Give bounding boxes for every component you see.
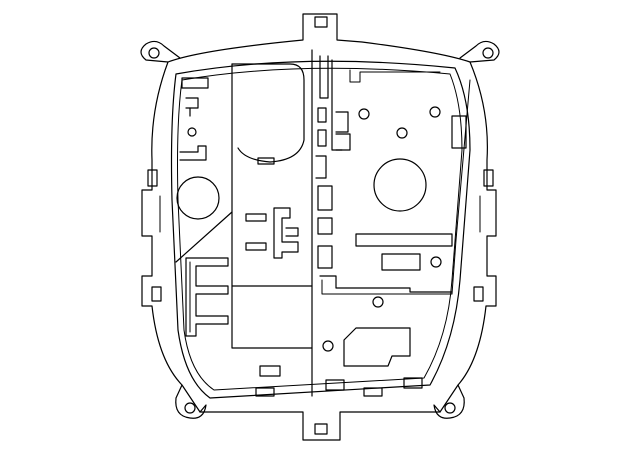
mounting-ear-bottom-right (433, 384, 465, 419)
mounting-ear-bottom-left (175, 384, 207, 419)
housing-inner-frame (170, 60, 471, 399)
bottom-left-features (255, 365, 281, 397)
right-diagonal-brace (451, 79, 471, 295)
left-column-features (175, 77, 233, 337)
right-panel-features (315, 55, 467, 397)
center-left-panel (231, 63, 313, 349)
mounting-ear-top-right (459, 40, 500, 63)
mounting-ear-top-left (140, 40, 181, 63)
